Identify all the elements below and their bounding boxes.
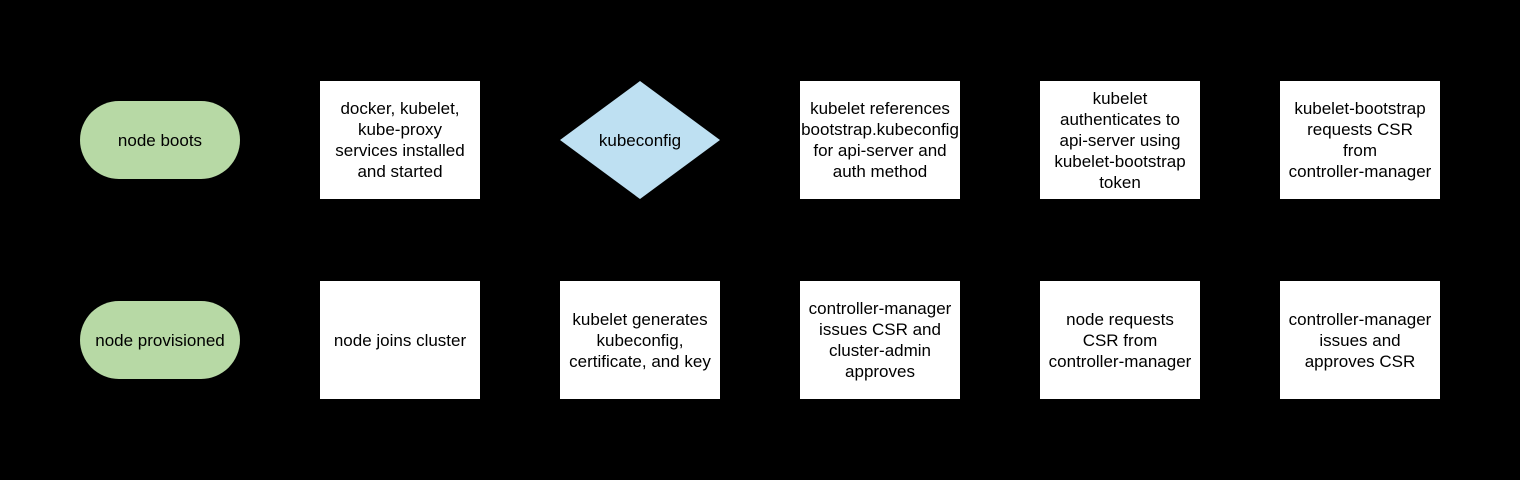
node-label: controller-manager issues CSR and cluste… <box>808 299 952 381</box>
node-label: kubelet-bootstrap requests CSR from cont… <box>1288 99 1432 181</box>
terminal-node-provisioned: node provisioned <box>80 301 240 379</box>
process-controller-manager-issues-approves-csr: controller-manager issues and approves C… <box>1280 281 1440 399</box>
process-node-requests-csr: node requests CSR from controller-manage… <box>1040 281 1200 399</box>
process-kubelet-references-bootstrap-kubeconfig: kubelet references bootstrap.kubeconfig … <box>800 81 960 199</box>
process-kubelet-bootstrap-requests-csr: kubelet-bootstrap requests CSR from cont… <box>1280 81 1440 199</box>
node-label: kubelet authenticates to api-server usin… <box>1054 88 1186 192</box>
node-label: kubelet generates kubeconfig, certificat… <box>569 309 711 371</box>
node-label: node joins cluster <box>333 330 467 350</box>
process-kubelet-authenticates-api-server: kubelet authenticates to api-server usin… <box>1040 81 1200 199</box>
node-label: kubelet references bootstrap.kubeconfig … <box>801 99 959 181</box>
process-node-joins-cluster: node joins cluster <box>320 281 480 399</box>
node-label: docker, kubelet, kube-proxy services ins… <box>335 99 465 181</box>
terminal-node-boots: node boots <box>80 101 240 179</box>
node-label: controller-manager issues and approves C… <box>1288 309 1432 371</box>
decision-kubeconfig: kubeconfig <box>560 81 720 199</box>
process-controller-manager-issues-csr-cluster-admin-approves: controller-manager issues CSR and cluste… <box>800 281 960 399</box>
process-kubelet-generates-kubeconfig: kubelet generates kubeconfig, certificat… <box>560 281 720 399</box>
node-label: kubeconfig <box>598 130 682 150</box>
process-services-installed: docker, kubelet, kube-proxy services ins… <box>320 81 480 199</box>
node-label: node requests CSR from controller-manage… <box>1048 309 1192 371</box>
node-label: node boots <box>117 130 203 150</box>
node-label: node provisioned <box>95 330 225 350</box>
